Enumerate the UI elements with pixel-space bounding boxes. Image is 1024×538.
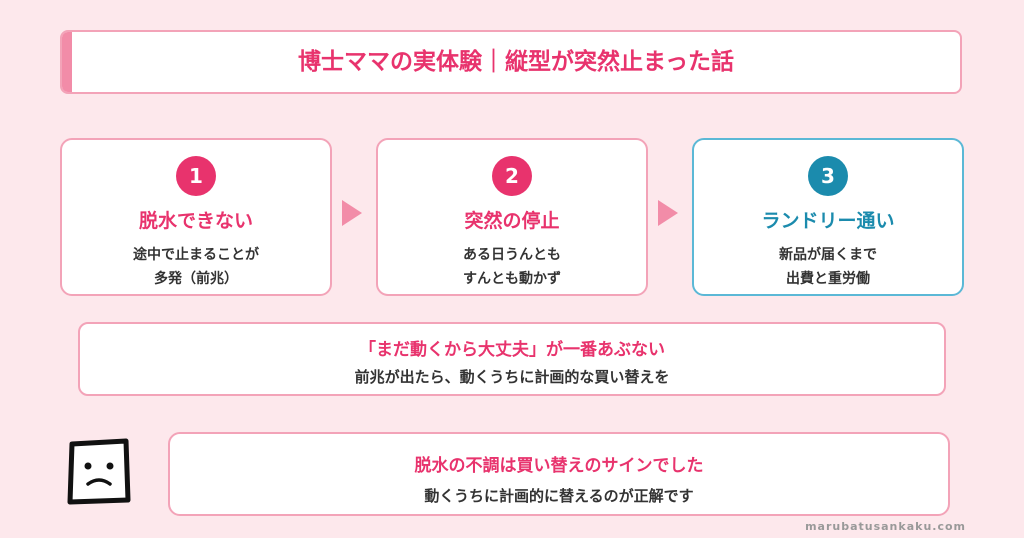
title-accent-bar <box>62 32 72 92</box>
step-description-line: 出費と重労働 <box>786 271 870 287</box>
site-url: marubatusankaku.com <box>805 520 966 533</box>
step-description: ある日うんとも すんとも動かず <box>378 243 646 291</box>
step-description: 新品が届くまで 出費と重労働 <box>694 243 962 291</box>
step-card-2: 2 突然の停止 ある日うんとも すんとも動かず <box>376 138 648 296</box>
step-description-line: すんとも動かず <box>463 271 561 287</box>
speech-title: 脱水の不調は買い替えのサインでした <box>414 456 704 476</box>
step-description-line: 途中で止まることが <box>133 247 259 263</box>
step-number-badge: 2 <box>492 156 532 196</box>
warning-body: 前兆が出たら、動くうちに計画的な買い替えを <box>354 368 670 386</box>
step-description-line: 新品が届くまで <box>779 247 877 263</box>
step-card-3: 3 ランドリー通い 新品が届くまで 出費と重労働 <box>692 138 964 296</box>
warning-title: 「まだ動くから大丈夫」が一番あぶない <box>359 340 665 360</box>
play-triangle-icon <box>658 200 678 226</box>
step-number-badge: 1 <box>176 156 216 196</box>
warning-note: 「まだ動くから大丈夫」が一番あぶない 前兆が出たら、動くうちに計画的な買い替えを <box>78 322 946 396</box>
step-title: 突然の停止 <box>464 210 560 232</box>
step-title: ランドリー通い <box>761 210 895 232</box>
worried-square-face-icon <box>67 438 131 505</box>
step-title: 脱水できない <box>138 210 253 232</box>
play-triangle-icon <box>342 200 362 226</box>
speech-bubble: 脱水の不調は買い替えのサインでした 動くうちに計画的に替えるのが正解です <box>168 432 950 516</box>
step-description-line: ある日うんとも <box>463 247 561 263</box>
step-description-line: 多発（前兆） <box>154 271 238 287</box>
step-card-1: 1 脱水できない 途中で止まることが 多発（前兆） <box>60 138 332 296</box>
step-number-badge: 3 <box>808 156 848 196</box>
speech-body: 動くうちに計画的に替えるのが正解です <box>424 487 694 505</box>
page-title: 博士ママの実体験｜縦型が突然止まった話 <box>297 49 735 75</box>
title-banner: 博士ママの実体験｜縦型が突然止まった話 <box>60 30 962 94</box>
step-description: 途中で止まることが 多発（前兆） <box>62 243 330 291</box>
